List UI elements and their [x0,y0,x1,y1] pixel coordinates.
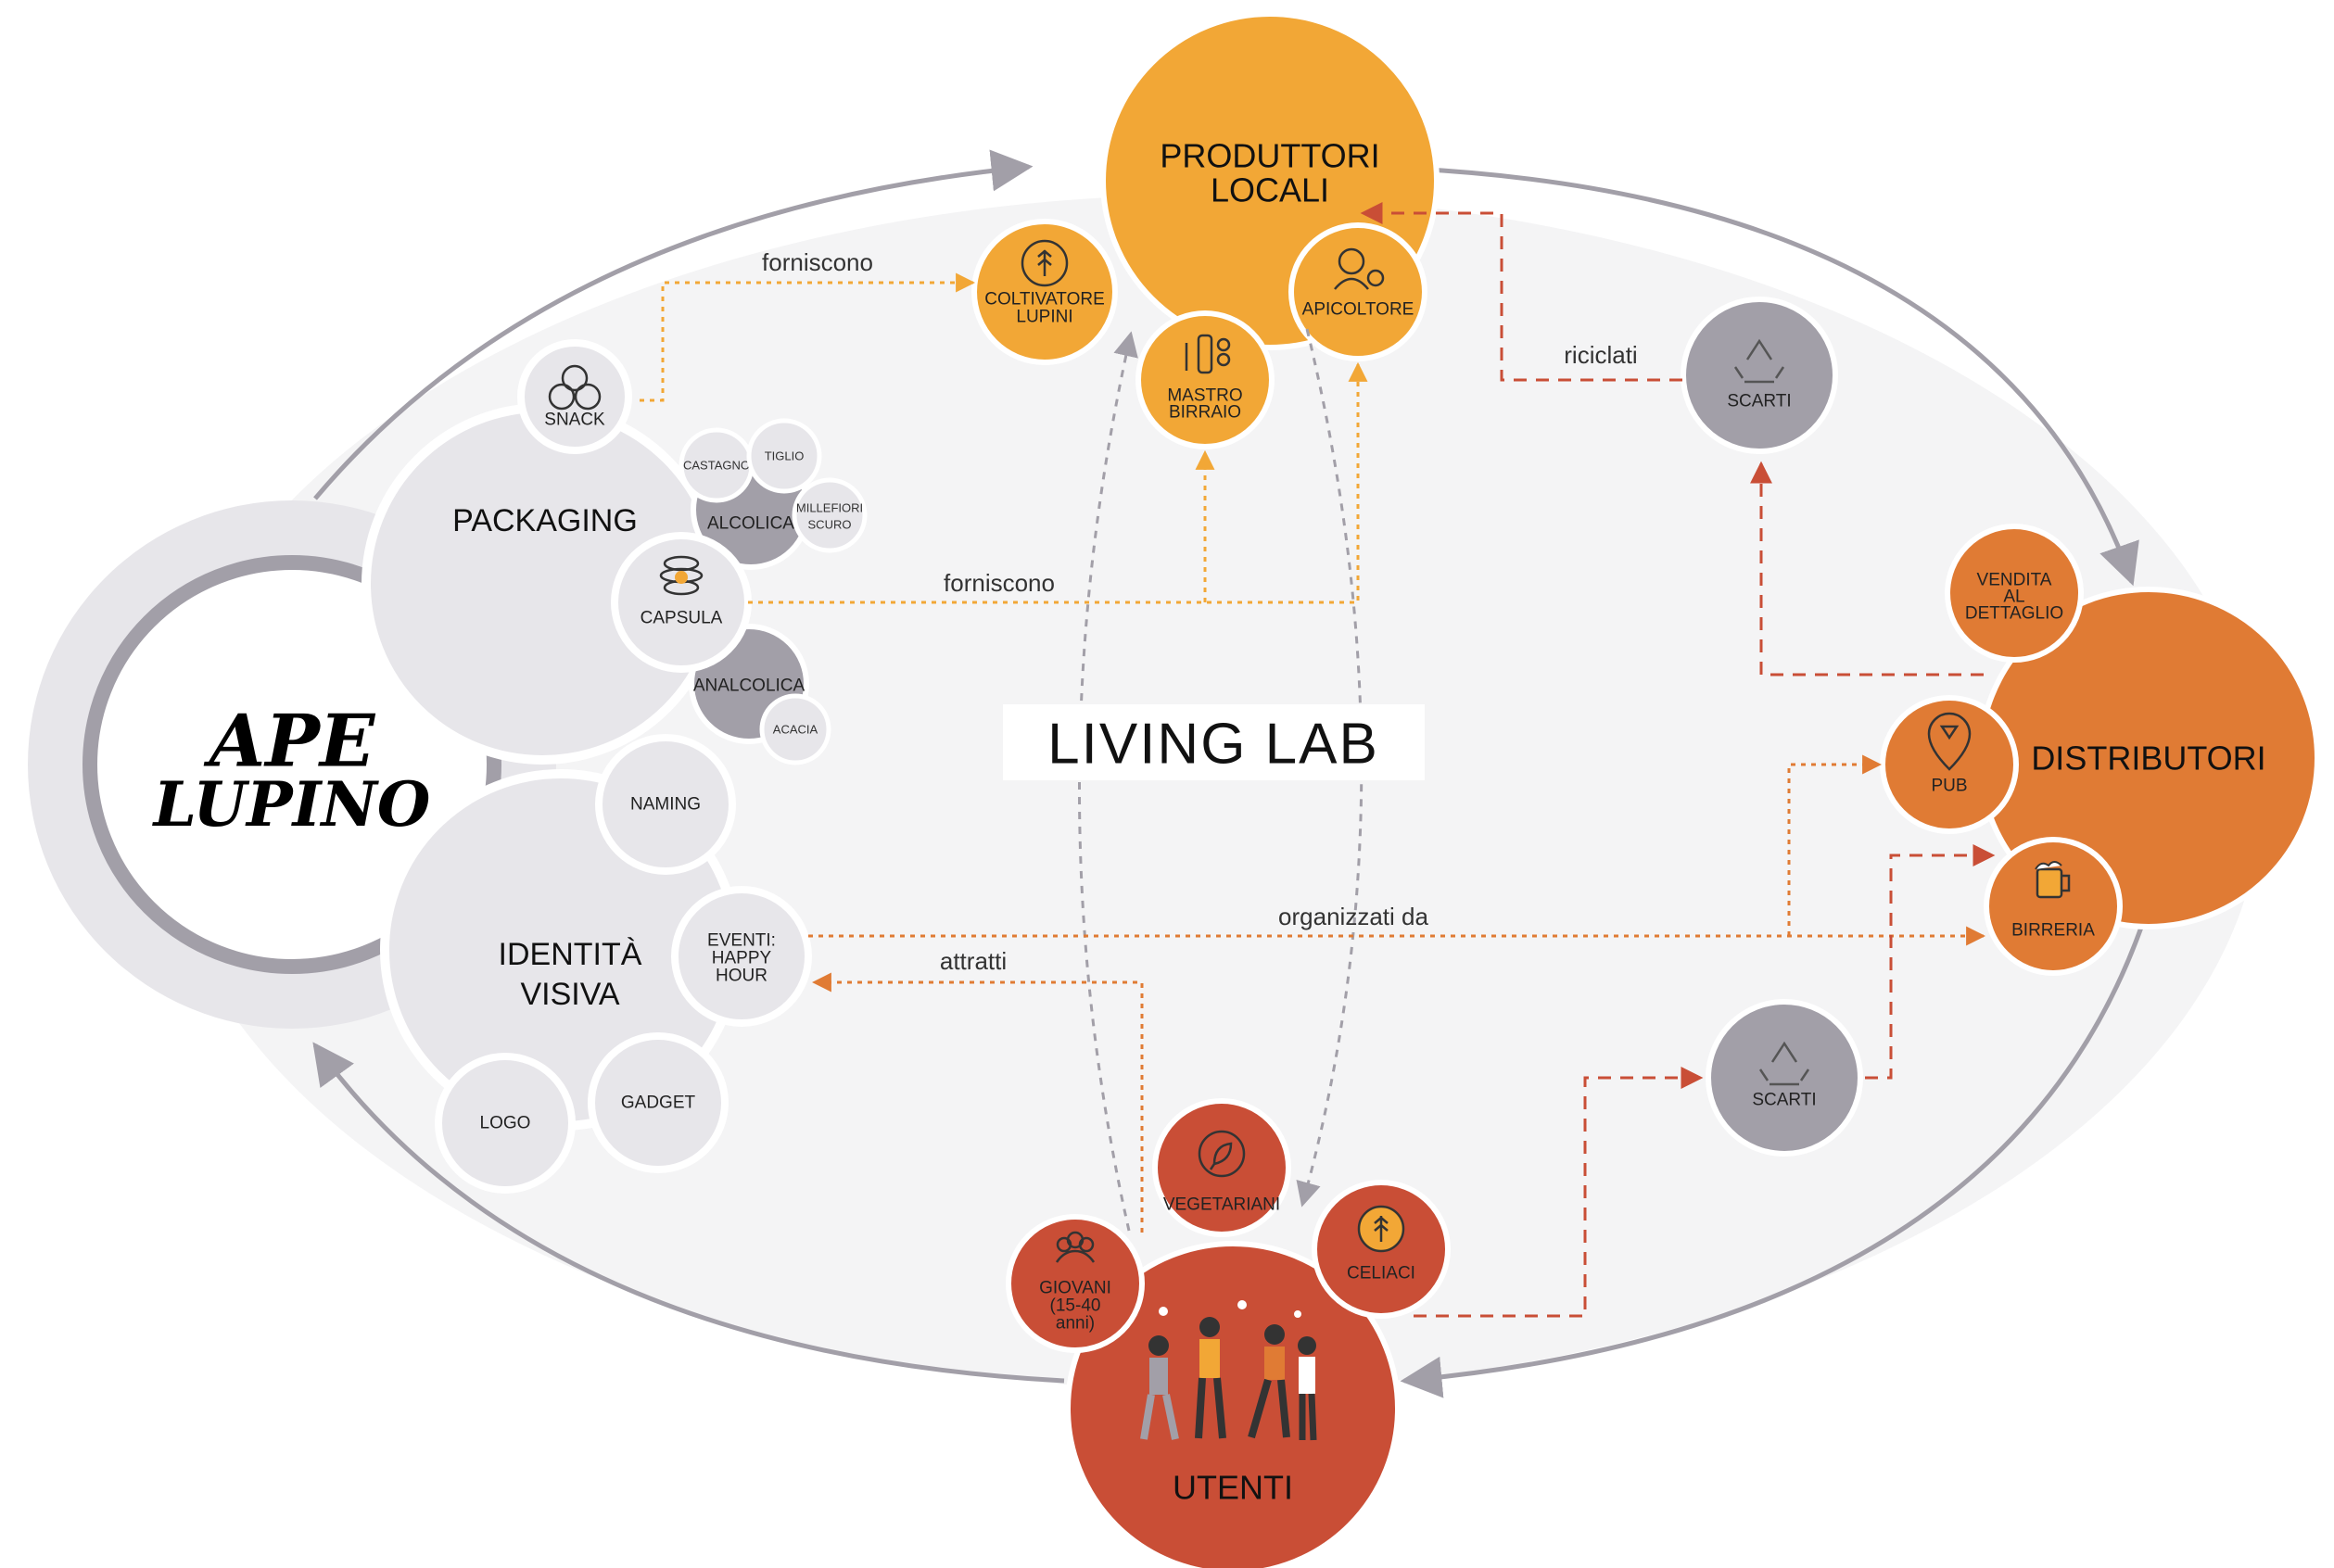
living-lab-box: LIVING LAB [1003,704,1425,780]
analcolica-label: ANALCOLICA [693,677,805,696]
naming-label: NAMING [630,795,701,815]
tiglio-label: TIGLIO [765,449,805,463]
giovani-label-3: anni) [1056,1314,1095,1334]
scarti-bottom-label: SCARTI [1752,1091,1816,1110]
identita-cluster: IDENTITÀ VISIVA NAMING EVENTI: HAPPY HOU… [380,734,812,1194]
leaf-icon [1198,1130,1246,1178]
scarti-bottom: SCARTI [1706,999,1863,1157]
capsula-label: CAPSULA [641,609,723,628]
castagno-label: CASTAGNO [683,459,750,473]
vegetariani-label: VEGETARIANI [1163,1195,1280,1215]
beer-bottle-icon [1185,334,1231,374]
edge-label-forniscono-mid: forniscono [944,569,1055,597]
scarti-top-label: SCARTI [1727,392,1791,411]
vendita-label-3: DETTAGLIO [1965,604,2063,624]
produttori-cluster: PRODUTTORI LOCALI COLTIVATORE LUPINI MAS… [971,11,1440,449]
millefiori-label-2: SCURO [808,518,852,532]
birreria-label: BIRRERIA [2011,921,2095,941]
pub-label: PUB [1931,777,1967,796]
pub-pin-icon [1927,712,1972,771]
produttori-label-1: PRODUTTORI [1160,137,1379,175]
packaging-label: PACKAGING [452,503,638,538]
recycle-icon [1758,1041,1810,1086]
packaging-cluster: PACKAGING SNACK ALCOLICA CASTAGNO TIGLIO… [362,339,868,765]
celiaci-label: CELIACI [1347,1264,1415,1283]
beer-mug-icon [2035,861,2071,899]
scarti-top: SCARTI [1681,297,1838,454]
millefiori-label-1: MILLEFIORI [796,501,863,515]
logo-text-bottom: LUPINO [152,768,431,841]
recycle-icon [1733,338,1785,384]
event-connectors [808,754,1986,1233]
alcolica-label: ALCOLICA [707,514,794,534]
honey-capsule-icon [659,555,704,596]
vendita-label-1: VENDITA [1977,571,2052,590]
snack-icon [548,364,602,411]
group-icon [1055,1231,1096,1263]
gluten-free-icon [1357,1205,1405,1253]
edge-label-forniscono-top: forniscono [762,248,873,276]
mastro-label-2: BIRRAIO [1169,403,1241,423]
eventi-label-3: HOUR [716,967,767,986]
identita-label-2: VISIVA [520,977,619,1012]
wheat-icon [1021,239,1069,287]
recycling-connectors [1360,202,1996,1318]
vertical-flow-curves [1078,328,1364,1232]
acacia-label: ACACIA [773,723,818,737]
forniscono-connectors [640,272,1368,604]
eventi-label-2: HAPPY [712,949,772,968]
mastro-label-1: MASTRO [1167,386,1242,406]
edge-label-attratti: attratti [940,947,1007,975]
produttori-label-2: LOCALI [1211,171,1329,209]
cycle-arrows [312,149,2146,1398]
snack-label: SNACK [544,411,605,430]
identita-label-1: IDENTITÀ [499,937,642,972]
logo-text-top: APE [203,700,376,784]
eventi-label-1: EVENTI: [707,931,776,951]
edge-label-organizzati: organizzati da [1278,903,1428,930]
apicoltore-label: APICOLTORE [1302,300,1414,320]
coltivatore-label-1: COLTIVATORE [984,290,1105,310]
distributori-cluster: DISTRIBUTORI VENDITA AL DETTAGLIO PUB BI… [1880,524,2320,976]
vendita-label-2: AL [2003,588,2024,607]
giovani-label-1: GIOVANI [1039,1279,1111,1298]
giovani-label-2: (15-40 [1050,1296,1101,1316]
distributori-label: DISTRIBUTORI [2031,740,2265,778]
logo-node-label: LOGO [480,1114,531,1133]
beekeeper-icon [1334,247,1385,290]
coltivatore-label-2: LUPINI [1016,308,1072,327]
edge-label-riciclati: riciclati [1564,341,1637,369]
people-illustration [1140,1300,1317,1441]
living-lab-label: LIVING LAB [1047,713,1379,777]
utenti-label: UTENTI [1173,1469,1293,1507]
gadget-label: GADGET [621,1094,696,1113]
utenti-cluster: UTENTI VEGETARIANI CELIACI GIOVANI (15-4… [1006,1098,1451,1568]
